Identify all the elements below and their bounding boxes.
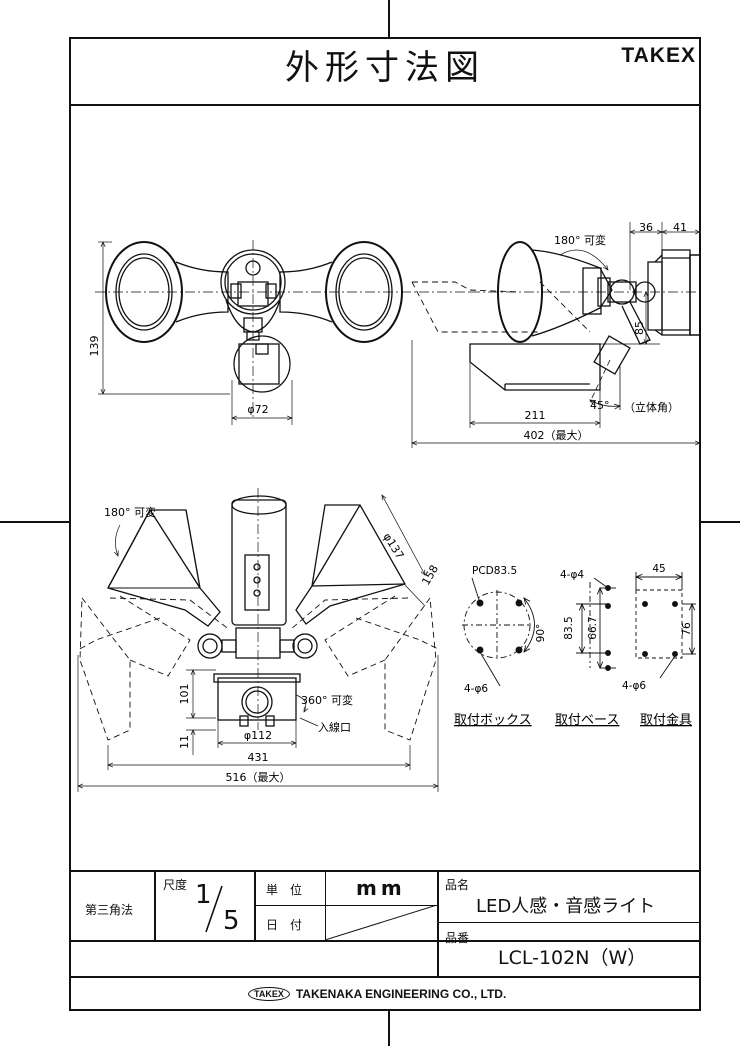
model-number-label: 品番: [445, 931, 470, 945]
dim-516: 516（最大）: [226, 770, 291, 784]
dim-36: 36: [639, 221, 653, 234]
dim-phi72: φ72: [247, 403, 268, 416]
front-view: [95, 240, 470, 425]
side-angle-180: 180° 可変: [554, 233, 606, 247]
scale-denominator: 5: [223, 906, 240, 936]
brand-logo: TAKEX: [621, 44, 696, 67]
dim-45: 45: [652, 563, 665, 575]
dim-139: 139: [88, 336, 101, 357]
crop-mark-top: [388, 0, 390, 37]
bracket-holes: 4-φ6: [622, 680, 646, 692]
company-footer: TAKEX TAKENAKA ENGINEERING CO., LTD.: [248, 983, 506, 1005]
caption-mounting-bracket: 取付金具: [640, 712, 692, 728]
dim-phi137: φ137: [380, 531, 406, 562]
dim-101: 101: [178, 684, 191, 705]
crop-mark-right: [701, 521, 740, 523]
company-name: TAKENAKA ENGINEERING CO., LTD.: [295, 987, 507, 1001]
dim-158: 158: [419, 563, 441, 588]
mounting-box-detail: [462, 577, 535, 687]
side-angle-45: 45°: [590, 399, 610, 412]
dim-431: 431: [248, 751, 269, 764]
drawing-frame: [69, 37, 701, 1011]
mounting-bracket-detail: [636, 572, 696, 679]
dim-76: 76: [681, 622, 693, 636]
product-name-label: 品名: [445, 878, 470, 892]
box-pcd: PCD83.5: [472, 565, 517, 577]
scale-label: 尺度: [163, 878, 188, 892]
crop-mark-bottom: [388, 1011, 390, 1046]
dim-85: 85: [633, 321, 646, 335]
unit-label: 単 位: [266, 883, 303, 897]
dim-phi112: φ112: [244, 729, 272, 742]
base-holes: 4-φ4: [560, 569, 584, 581]
top-angle-180: 180° 可変: [104, 505, 156, 519]
caption-mounting-base: 取付ベース: [555, 713, 619, 728]
company-logo: TAKEX: [248, 987, 290, 1001]
product-name: LED人感・音感ライト: [476, 896, 656, 917]
dim-11: 11: [178, 735, 191, 749]
solid-angle-label: （立体角）: [624, 400, 679, 414]
cable-entry-label: 入線口: [318, 720, 351, 734]
unit-value: mm: [356, 876, 406, 900]
model-number: LCL-102N（W）: [498, 947, 647, 969]
dim-211: 211: [525, 409, 546, 422]
side-view: [412, 222, 701, 448]
caption-mounting-box: 取付ボックス: [454, 713, 532, 728]
top-view: [78, 488, 441, 792]
top-angle-360: 360° 可変: [301, 693, 353, 707]
mounting-base-detail: [576, 577, 616, 671]
dim-41: 41: [673, 221, 687, 234]
dim-402: 402（最大）: [524, 428, 589, 442]
projection-method: 第三角法: [85, 903, 134, 917]
scale-fraction-slash: [205, 885, 223, 933]
scale-numerator: 1: [195, 880, 212, 910]
date-label: 日 付: [266, 918, 303, 932]
dim-66-7: 66.7: [587, 616, 599, 639]
dim-83-5: 83.5: [563, 616, 575, 639]
header-divider: [69, 104, 701, 106]
box-holes: 4-φ6: [464, 683, 488, 695]
date-cell-slash: [325, 905, 437, 940]
crop-mark-left: [0, 521, 69, 523]
page-title: 外形寸法図: [285, 48, 485, 88]
box-angle-90: 90°: [535, 624, 547, 643]
